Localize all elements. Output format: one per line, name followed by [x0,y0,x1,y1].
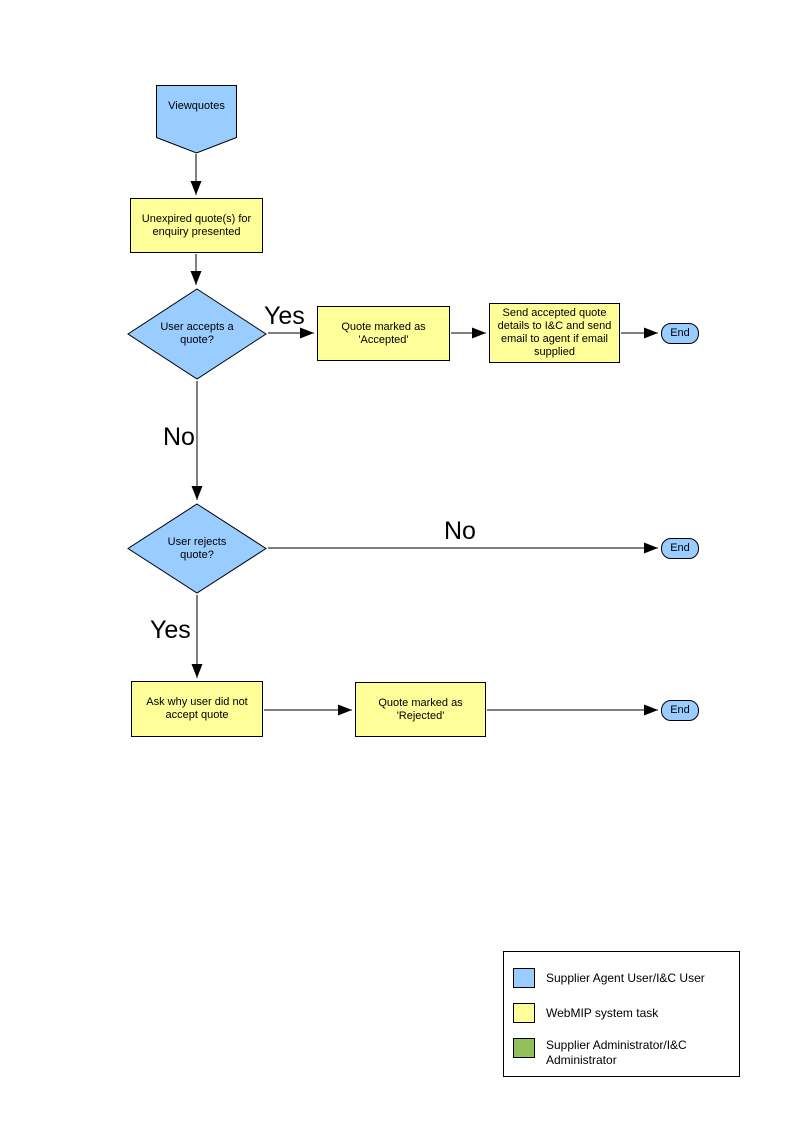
decision-user-rejects-label: User rejects quote? [127,503,267,594]
task-quote-rejected-label: Quote marked as 'Rejected' [378,696,463,722]
legend-box: Supplier Agent User/I&C User WebMIP syst… [503,951,740,1077]
decision-user-accepts-text: User accepts a quote? [160,321,234,346]
task-ask-why-label: Ask why user did not accept quote [146,696,248,721]
edge-label-reject-no: No [444,517,476,545]
legend-swatch-yellow [513,1003,535,1023]
diamond-shape [127,288,267,380]
end-node-2-label: End [670,542,690,554]
legend-item-supplier-agent: Supplier Agent User/I&C User [513,968,724,988]
end-node-1-label: End [670,327,690,339]
pentagon-shape [156,85,237,154]
legend-swatch-green [513,1038,535,1058]
legend-label-webmip-task: WebMIP system task [546,1006,659,1020]
task-send-details-label: Send accepted quote details to I&C and s… [497,307,612,358]
end-node-3: End [661,700,699,721]
end-node-2: End [661,538,699,559]
legend-item-webmip-task: WebMIP system task [513,1003,724,1023]
decision-user-accepts-label: User accepts a quote? [127,288,267,380]
diamond-shape [127,503,267,594]
edge-label-reject-yes: Yes [150,616,191,644]
end-node-3-label: End [670,704,690,716]
legend-item-supplier-admin: Supplier Administrator/I&C Administrator [513,1038,724,1068]
legend-label-supplier-agent: Supplier Agent User/I&C User [546,971,705,985]
edge-label-accept-yes: Yes [264,302,305,330]
task-ask-why: Ask why user did not accept quote [131,681,263,737]
task-quote-accepted: Quote marked as 'Accepted' [317,306,450,361]
edge-label-accept-no: No [163,423,195,451]
legend-label-supplier-admin: Supplier Administrator/I&C Administrator [546,1038,687,1067]
decision-user-rejects: User rejects quote? [127,503,267,594]
task-quote-rejected: Quote marked as 'Rejected' [355,682,486,737]
decision-user-rejects-text: User rejects quote? [167,535,227,561]
start-node-label: Viewquotes [168,100,225,112]
end-node-1: End [661,323,699,344]
task-present-quotes-label: Unexpired quote(s) for enquiry presented [141,212,252,238]
task-send-details: Send accepted quote details to I&C and s… [489,303,620,363]
decision-user-accepts: User accepts a quote? [127,288,267,380]
legend-swatch-blue [513,968,535,988]
task-quote-accepted-label: Quote marked as 'Accepted' [341,320,426,346]
start-node-viewquotes: Viewquotes [156,85,237,154]
task-present-quotes: Unexpired quote(s) for enquiry presented [130,198,263,253]
